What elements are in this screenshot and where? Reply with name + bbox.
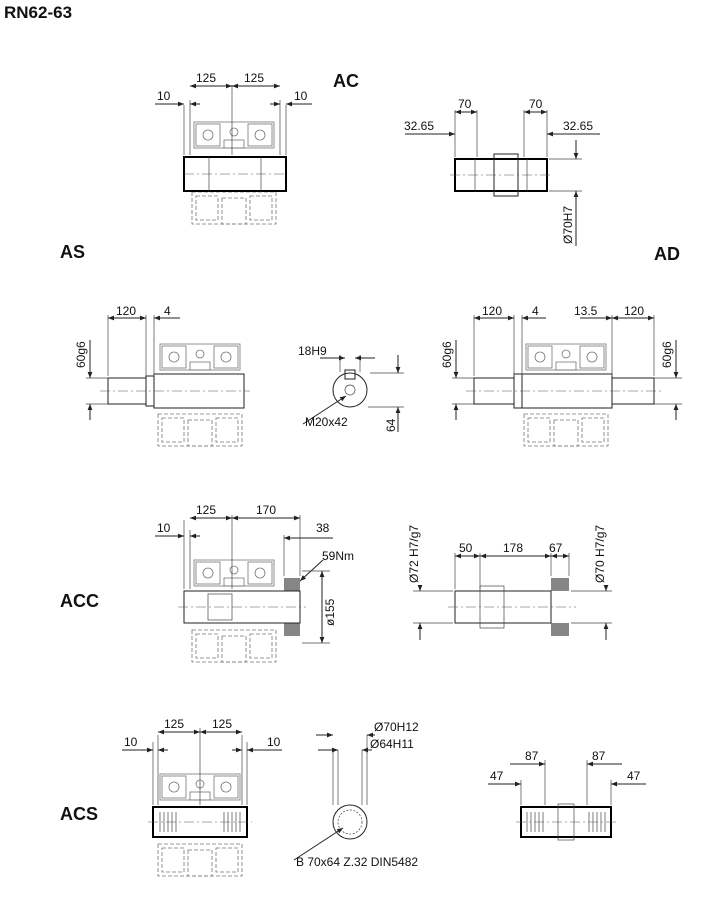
acs-shaft-dim-47-left: 47 [490,769,504,783]
ac-dim-10-right: 10 [294,89,308,103]
acs-label: ACS [60,804,98,824]
as-section-keyway: 18H9 [298,344,327,358]
as-section-thread: M20x42 [305,415,348,429]
as-dim-4: 4 [164,304,171,318]
acs-shaft-dim-47-right: 47 [627,769,641,783]
acs-dim-10-right: 10 [267,735,281,749]
ac-shaft-dim-70-right: 70 [529,97,543,111]
acc-shaft-dim-178: 178 [503,541,523,555]
ad-dim-60g6-right: 60g6 [660,341,674,368]
acs-shaft-view: 87 87 47 47 [488,749,646,841]
ac-shaft-dim-32-right: 32.65 [563,119,593,133]
acc-shaft-dim-50: 50 [459,541,473,555]
page-title: RN62-63 [4,3,72,22]
acc-shaft-fit-right: Ø70 H7/g7 [593,525,607,583]
acs-view: 125 125 10 10 [122,717,282,877]
as-view: 120 4 60g6 [74,304,250,447]
acc-dim-10: 10 [157,521,171,535]
ac-dim-10-left: 10 [157,89,171,103]
ac-shaft-bore: Ø70H7 [561,206,575,244]
acc-diameter: ø155 [323,598,337,626]
acc-shaft-dim-67: 67 [549,541,563,555]
acc-dim-38: 38 [316,521,330,535]
ac-label: AC [333,71,359,91]
acc-label: ACC [60,591,99,611]
ad-label: AD [654,244,680,264]
acc-dim-170: 170 [256,503,276,517]
acc-shaft-fit-left: Ø72 H7/g7 [407,525,421,583]
acc-torque: 59Nm [322,549,354,563]
acs-shaft-dim-87-right: 87 [592,749,606,763]
acs-section-outer: Ø70H12 [374,720,419,734]
acs-dim-10-left: 10 [124,735,138,749]
ad-dim-120-right: 120 [624,304,644,318]
acs-shaft-dim-87-left: 87 [525,749,539,763]
as-section-view: 18H9 M20x42 64 [298,344,404,432]
as-section-height: 64 [384,418,398,432]
ad-view: 120 4 13.5 120 60g6 60g6 [440,304,682,447]
ac-shaft-dim-32-left: 32.65 [404,119,434,133]
as-dim-120: 120 [116,304,136,318]
acs-section-view: Ø70H12 Ø64H11 B 70x64 Z.32 DIN5482 [293,720,419,869]
ad-dim-120-left: 120 [482,304,502,318]
ac-shaft-view: 70 70 32.65 32.65 Ø70H7 [404,97,600,246]
ac-dim-125-left: 125 [196,71,216,85]
acs-dim-125-left: 125 [164,717,184,731]
as-dim-60g6: 60g6 [74,341,88,368]
ad-dim-4: 4 [532,304,539,318]
ad-dim-13-5: 13.5 [574,304,598,318]
ac-view: 125 125 10 10 AC [155,71,359,225]
ac-dim-125-right: 125 [244,71,264,85]
acs-dim-125-right: 125 [212,717,232,731]
ac-shaft-dim-70-left: 70 [458,97,472,111]
acc-dim-125: 125 [196,503,216,517]
ad-dim-60g6-left: 60g6 [440,341,454,368]
acs-section-inner: Ø64H11 [370,737,414,751]
as-label: AS [60,242,85,262]
acc-shaft-view: 50 178 67 Ø72 H7/g7 Ø70 H7/g7 [407,525,612,640]
acs-section-spline: B 70x64 Z.32 DIN5482 [296,855,418,869]
acc-view: 125 170 10 38 59Nm ø155 [155,503,354,663]
